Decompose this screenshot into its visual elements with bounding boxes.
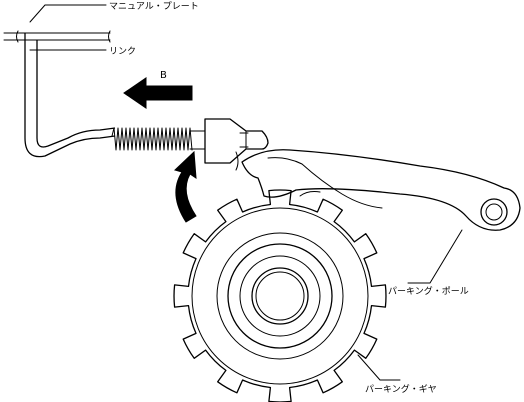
link-cam	[204, 118, 269, 171]
direction-arrow-b	[123, 77, 193, 109]
link-rod	[24, 33, 116, 158]
rotation-arrow	[174, 150, 197, 223]
label-direction-b: B	[160, 70, 167, 81]
leader-lines	[29, 4, 463, 381]
label-manual-plate: マニュアル・プレート	[109, 1, 199, 12]
label-parking-gear: パーキング・ギヤ	[365, 383, 437, 395]
manual-plate	[3, 30, 111, 43]
parking-gear	[173, 189, 387, 402]
label-link: リンク	[109, 46, 136, 57]
label-parking-pawl: パーキング・ポール	[388, 285, 469, 297]
link-spring	[111, 127, 193, 151]
spring-seat	[189, 130, 206, 150]
parking-pawl	[241, 149, 521, 231]
